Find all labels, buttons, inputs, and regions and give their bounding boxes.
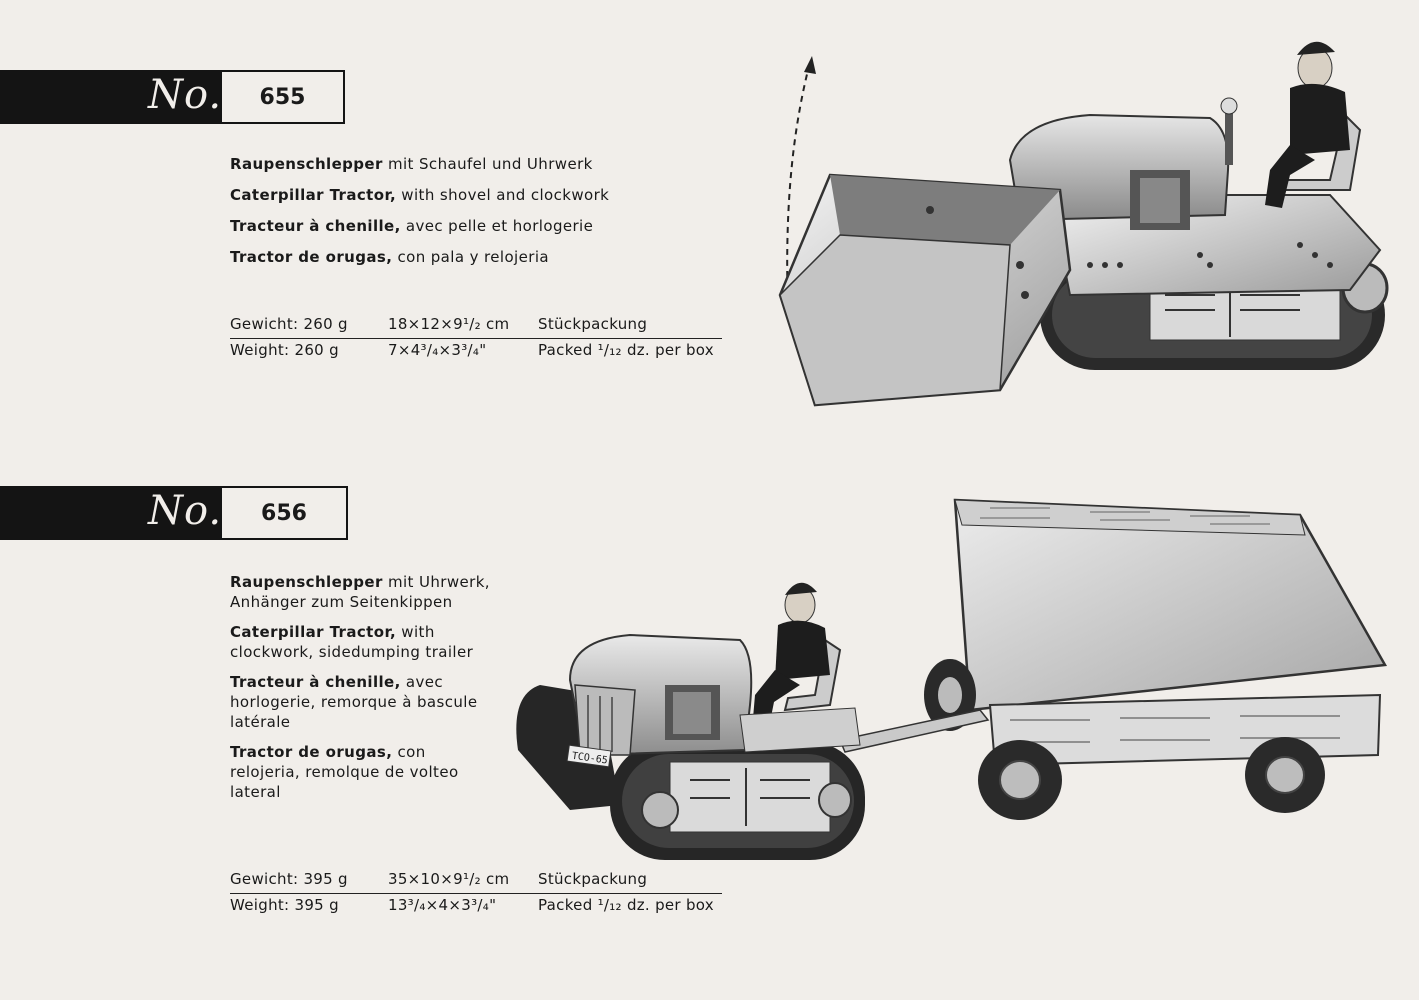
plate-text: TCO-65	[571, 751, 608, 767]
description-de: Raupenschlepper mit Schaufel und Uhrwerk	[230, 155, 593, 173]
packing-de: Stückpackung	[538, 315, 648, 333]
weight-de: Gewicht: 395 g	[230, 870, 348, 888]
description-es: Tractor de orugas, con pala y relojeria	[230, 248, 549, 266]
weight-en: Weight: 260 g	[230, 341, 339, 359]
description-en: Caterpillar Tractor, with clockwork, sid…	[230, 623, 474, 661]
item-number: 656	[222, 488, 346, 538]
number-banner: No. 655	[0, 70, 345, 124]
description-list: Raupenschlepper mit Uhrwerk, Anhänger zu…	[230, 572, 490, 812]
tractor-trailer-illustration: TCO-65	[510, 480, 1400, 860]
packing-en: Packed ¹/₁₂ dz. per box	[538, 896, 714, 914]
number-banner: No. 656	[0, 486, 348, 540]
no-label: No.	[148, 488, 223, 534]
spec-row-de: Gewicht: 260 g 18×12×9¹/₂ cm Stückpackun…	[230, 313, 722, 339]
dims-metric: 35×10×9¹/₂ cm	[388, 870, 510, 888]
weight-en: Weight: 395 g	[230, 896, 339, 914]
product-656: No. 656 Raupenschlepper mit Uhrwerk, Anh…	[0, 460, 1419, 1000]
spec-table: Gewicht: 260 g 18×12×9¹/₂ cm Stückpackun…	[230, 313, 722, 366]
spec-table: Gewicht: 395 g 35×10×9¹/₂ cm Stückpackun…	[230, 868, 722, 921]
description-es: Tractor de orugas, con relojeria, remolq…	[230, 743, 459, 801]
description-en: Caterpillar Tractor, with shovel and clo…	[230, 186, 610, 204]
spec-row-en: Weight: 395 g 13³/₄×4×3³/₄" Packed ¹/₁₂ …	[230, 894, 722, 921]
packing-de: Stückpackung	[538, 870, 648, 888]
no-label: No.	[148, 72, 223, 118]
description-de: Raupenschlepper mit Uhrwerk, Anhänger zu…	[230, 573, 490, 611]
packing-en: Packed ¹/₁₂ dz. per box	[538, 341, 714, 359]
tractor-shovel-illustration	[770, 20, 1410, 420]
item-number: 655	[222, 72, 343, 122]
product-655: No. 655 Raupenschlepper mit Schaufel und…	[0, 0, 1419, 460]
description-fr: Tracteur à chenille, avec horlogerie, re…	[230, 673, 478, 731]
weight-de: Gewicht: 260 g	[230, 315, 348, 333]
dims-imperial: 13³/₄×4×3³/₄"	[388, 896, 497, 914]
spec-row-en: Weight: 260 g 7×4³/₄×3³/₄" Packed ¹/₁₂ d…	[230, 339, 722, 366]
dims-imperial: 7×4³/₄×3³/₄"	[388, 341, 487, 359]
description-fr: Tracteur à chenille, avec pelle et horlo…	[230, 217, 594, 235]
spec-row-de: Gewicht: 395 g 35×10×9¹/₂ cm Stückpackun…	[230, 868, 722, 894]
description-list: Raupenschlepper mit Schaufel und Uhrwerk…	[230, 154, 609, 278]
dims-metric: 18×12×9¹/₂ cm	[388, 315, 510, 333]
